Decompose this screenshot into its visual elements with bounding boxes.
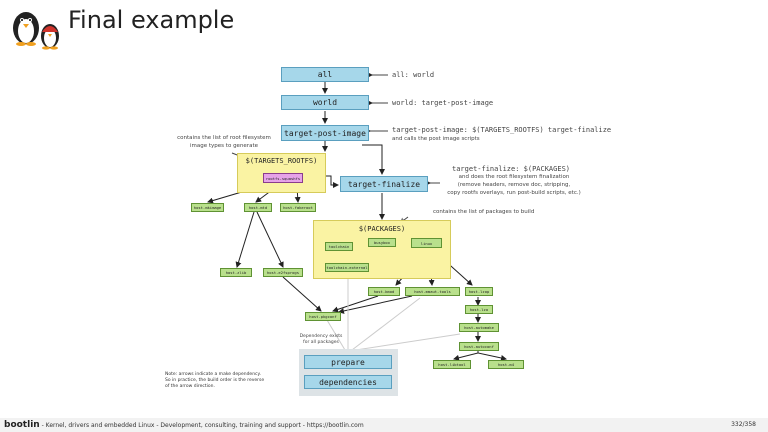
node-host-libtool: host-libtool: [433, 360, 471, 369]
packages-title: $(PACKAGES): [358, 225, 406, 233]
annotation-tpi-rule: target-post-image: $(TARGETS_ROOTFS) tar…: [392, 126, 612, 134]
annotation-tf-desc: and does the root filesystem finalizatio…: [440, 174, 588, 196]
node-host-pkgconf: host-pkgconf: [305, 312, 341, 321]
node-world: world: [281, 95, 369, 110]
arrow-note: Note: arrows indicate a make dependency.…: [165, 372, 265, 389]
annotation-world: world: target-post-image: [392, 99, 494, 107]
node-toolchain: toolchain: [325, 242, 353, 251]
annotation-all: all: world: [392, 71, 435, 79]
node-host-mtd: host-mtd: [244, 203, 272, 212]
annotation-dep-exists-line2: for all packages: [303, 340, 339, 345]
targets-rootfs-title: $(TARGETS_ROOTFS): [245, 157, 318, 165]
node-host-fakeroot: host-fakeroot: [280, 203, 316, 212]
node-host-zlib: host-zlib: [220, 268, 252, 277]
node-rootfs-squashfs: rootfs-squashfs: [263, 173, 303, 183]
node-target-post-image: target-post-image: [281, 125, 369, 141]
annotation-tf-desc-line1: and does the root filesystem finalizatio…: [458, 174, 570, 180]
annotation-dep-exists-line1: Dependency exists: [299, 334, 343, 339]
annotation-tf-rule: target-finalize: $(PACKAGES): [452, 165, 571, 173]
footer-text: - Kernel, drivers and embedded Linux - D…: [39, 422, 364, 429]
node-host-kmod: host-kmod: [368, 287, 400, 296]
node-dependencies: dependencies: [304, 375, 392, 389]
node-all: all: [281, 67, 369, 82]
annotation-tf-desc-line3: copy rootfs overlays, run post-build scr…: [447, 190, 581, 196]
footer-text-container: bootlin - Kernel, drivers and embedded L…: [4, 420, 364, 430]
annotation-rootfs-desc: contains the list of root filesystem ima…: [162, 135, 286, 149]
node-toolchain-external: toolchain-external: [325, 263, 369, 272]
node-linux: linux: [411, 238, 442, 248]
targets-rootfs-box: $(TARGETS_ROOTFS): [237, 153, 326, 193]
bootlin-logo: bootlin: [4, 420, 40, 430]
footer: bootlin - Kernel, drivers and embedded L…: [0, 418, 768, 432]
annotation-packages-desc: contains the list of packages to build: [433, 209, 535, 215]
annotation-rootfs-desc-line2: image types to generate: [190, 143, 258, 149]
node-host-autoconf: host-autoconf: [459, 342, 499, 351]
page-title: Final example: [68, 6, 235, 34]
annotation-tf-desc-line2: (remove headers, remove doc, stripping,: [457, 182, 571, 188]
node-host-m4: host-m4: [488, 360, 524, 369]
penguin-logo-icon: [13, 12, 59, 50]
node-host-lzop: host-lzop: [465, 287, 493, 296]
node-prepare: prepare: [304, 355, 392, 369]
annotation-rootfs-desc-line1: contains the list of root filesystem: [177, 135, 271, 141]
node-host-mkimage: host-mkimage: [191, 203, 224, 212]
annotation-dep-exists: Dependency exists for all packages: [296, 334, 346, 345]
node-host-lzo: host-lzo: [465, 305, 493, 314]
node-host-automake: host-automake: [459, 323, 499, 332]
node-host-mmaut-tools: host-mmaut-tools: [405, 287, 460, 296]
title-bar: Final example: [0, 0, 768, 50]
node-host-e2fsprogs: host-e2fsprogs: [263, 268, 303, 277]
page-number: 332/358: [731, 421, 756, 428]
annotation-tpi-desc: and calls the post image scripts: [392, 136, 480, 142]
node-target-finalize: target-finalize: [340, 176, 428, 192]
node-busybox: busybox: [368, 238, 396, 247]
